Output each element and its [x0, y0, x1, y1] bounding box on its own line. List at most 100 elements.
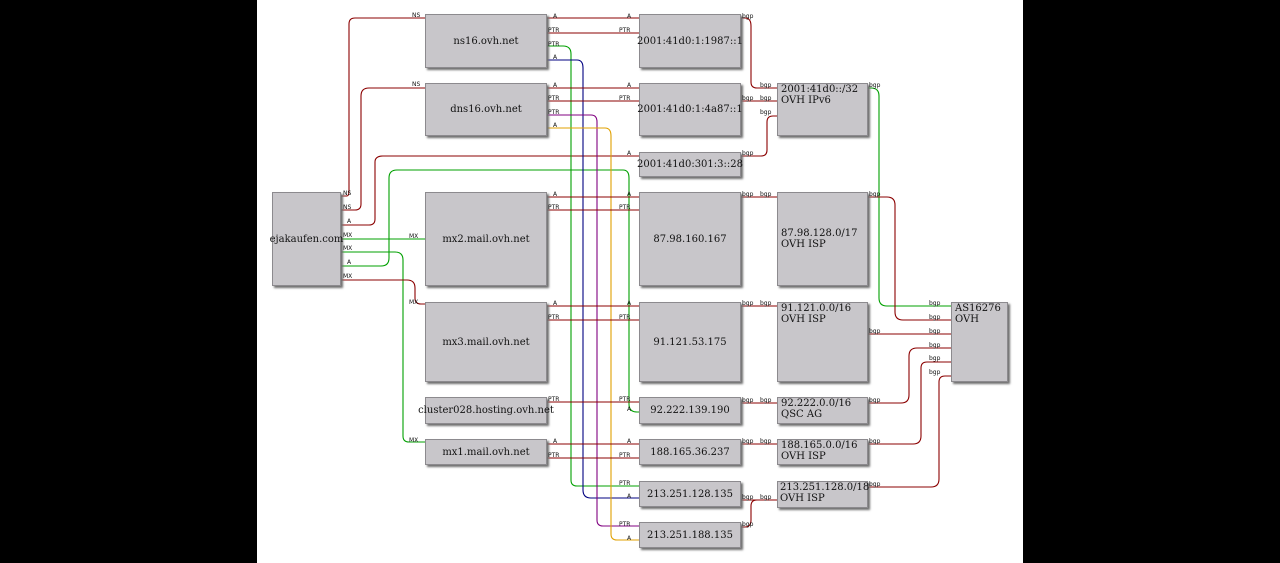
edge-ip213b-net213 — [741, 499, 777, 528]
label-bgp-11: bgp — [742, 397, 754, 404]
label-a-ns16-r: A — [627, 13, 632, 20]
dns-graph-canvas: ejakaufen.com ns16.ovh.net dns16.ovh.net… — [257, 0, 1023, 563]
node-net213-line1: 213.251.128.0/18 — [780, 482, 870, 493]
node-net87-line1: 87.98.128.0/17 — [781, 228, 858, 239]
label-ptr-mx3-r: PTR — [619, 314, 631, 321]
label-a-ns16-2: A — [553, 54, 558, 61]
node-ip-91-label: 91.121.53.175 — [653, 336, 727, 348]
edge-ip6a-net6 — [741, 17, 777, 89]
node-ip-87-label: 87.98.160.167 — [653, 233, 727, 245]
node-dns16-label: dns16.ovh.net — [450, 104, 522, 115]
label-ptr-mx2-r: PTR — [619, 204, 631, 211]
edge-net188-as — [868, 361, 951, 445]
node-domain[interactable]: ejakaufen.com — [269, 192, 344, 286]
edge-net213-as — [868, 375, 951, 488]
node-ip-213b-label: 213.251.188.135 — [647, 529, 733, 541]
node-mx2[interactable]: mx2.mail.ovh.net — [425, 192, 547, 286]
label-bgp-9: bgp — [742, 300, 754, 307]
node-ip-188[interactable]: 188.165.36.237 — [639, 439, 741, 465]
edge-ip6c-net6 — [741, 115, 777, 157]
node-ip-92-label: 92.222.139.190 — [650, 405, 730, 416]
label-a-mx2: A — [553, 191, 558, 198]
label-bgp-14: bgp — [760, 438, 772, 445]
label-bgp-29: bgp — [929, 369, 941, 376]
node-net92-line1: 92.222.0.0/16 — [781, 398, 852, 409]
node-ip6-c-label: 2001:41d0:301:3::28 — [637, 159, 743, 170]
label-a-ns16: A — [553, 13, 558, 20]
label-bgp-12: bgp — [760, 397, 772, 404]
node-net213[interactable]: 213.251.128.0/18 OVH ISP — [777, 481, 870, 508]
node-ip6-a[interactable]: 2001:41d0:1:1987::1 — [637, 14, 743, 68]
label-a-dns16-2: A — [553, 122, 558, 129]
label-a-mx2-r: A — [627, 191, 632, 198]
label-ns-3: NS — [343, 190, 352, 197]
node-net6[interactable]: 2001:41d0::/32 OVH IPv6 — [777, 83, 868, 136]
label-bgp-24: bgp — [929, 300, 941, 307]
label-a-ip6c: A — [627, 150, 632, 157]
node-ip-188-label: 188.165.36.237 — [650, 446, 730, 458]
node-net92[interactable]: 92.222.0.0/16 QSC AG — [777, 397, 868, 424]
label-bgp-3: bgp — [742, 95, 754, 102]
node-net188-line1: 188.165.0.0/16 — [781, 440, 858, 451]
label-bgp-5: bgp — [760, 109, 772, 116]
label-bgp-4: bgp — [760, 95, 772, 102]
label-bgp-18: bgp — [869, 82, 881, 89]
edge-ns16-green — [547, 45, 639, 487]
label-mx-5: MX — [409, 299, 419, 306]
node-ip6-c[interactable]: 2001:41d0:301:3::28 — [637, 152, 743, 177]
node-net91-line1: 91.121.0.0/16 — [781, 303, 852, 314]
edge-domain-ns16 — [341, 17, 425, 197]
label-a-1: A — [347, 218, 352, 225]
node-domain-label: ejakaufen.com — [269, 233, 344, 245]
node-ip-87[interactable]: 87.98.160.167 — [639, 192, 741, 286]
label-a-213b: A — [627, 535, 632, 542]
edge-net92-as — [868, 347, 951, 404]
node-cluster-label: cluster028.hosting.ovh.net — [418, 405, 554, 416]
label-bgp-26: bgp — [929, 328, 941, 335]
node-ip6-b[interactable]: 2001:41d0:1:4a87::1 — [637, 83, 743, 136]
node-dns16[interactable]: dns16.ovh.net — [425, 83, 547, 136]
node-net6-line1: 2001:41d0::/32 — [781, 84, 859, 95]
node-mx1-label: mx1.mail.ovh.net — [442, 446, 530, 458]
label-a-mx1-r: A — [627, 438, 632, 445]
node-cluster[interactable]: cluster028.hosting.ovh.net — [418, 397, 554, 424]
label-a-ip92: A — [627, 406, 632, 413]
node-net213-line2: OVH ISP — [780, 493, 825, 504]
label-bgp-13: bgp — [742, 438, 754, 445]
edge-net87-as — [868, 196, 951, 321]
label-bgp-23: bgp — [869, 481, 881, 488]
label-ptr-ns16: PTR — [548, 27, 560, 34]
node-ip-213a[interactable]: 213.251.128.135 — [639, 481, 741, 507]
node-net91-line2: OVH ISP — [781, 314, 826, 325]
label-ptr-213b: PTR — [619, 521, 631, 528]
label-ptr-mx1: PTR — [548, 452, 560, 459]
node-mx3-label: mx3.mail.ovh.net — [442, 336, 530, 348]
node-as-line2: OVH — [955, 314, 979, 325]
node-ns16[interactable]: ns16.ovh.net — [425, 14, 547, 68]
node-ip-213a-label: 213.251.128.135 — [647, 488, 733, 500]
node-as[interactable]: AS16276 OVH — [951, 302, 1008, 382]
label-ptr-dns16: PTR — [548, 95, 560, 102]
label-ptr-dns16-2: PTR — [548, 109, 560, 116]
node-ip-91[interactable]: 91.121.53.175 — [639, 302, 741, 382]
node-net87[interactable]: 87.98.128.0/17 OVH ISP — [777, 192, 868, 286]
node-net188[interactable]: 188.165.0.0/16 OVH ISP — [777, 439, 868, 465]
node-ip-213b[interactable]: 213.251.188.135 — [639, 522, 741, 548]
node-net188-line2: OVH ISP — [781, 451, 826, 462]
node-net91[interactable]: 91.121.0.0/16 OVH ISP — [777, 302, 868, 382]
label-bgp-7: bgp — [742, 191, 754, 198]
node-mx1[interactable]: mx1.mail.ovh.net — [425, 439, 547, 465]
edge-dns16-orange — [547, 127, 639, 541]
label-a-mx3-r: A — [627, 300, 632, 307]
node-ip-92[interactable]: 92.222.139.190 — [639, 397, 741, 424]
node-mx3[interactable]: mx3.mail.ovh.net — [425, 302, 547, 382]
node-ip6-a-label: 2001:41d0:1:1987::1 — [637, 35, 743, 47]
node-ip6-b-label: 2001:41d0:1:4a87::1 — [637, 104, 743, 115]
label-ptr-ns16-2: PTR — [548, 41, 560, 48]
label-mx-1: MX — [343, 232, 353, 239]
label-bgp-10: bgp — [760, 300, 772, 307]
label-ptr-ns16-r: PTR — [619, 27, 631, 34]
label-bgp-16: bgp — [760, 494, 772, 501]
label-ptr-213a: PTR — [619, 480, 631, 487]
label-a-mx1: A — [553, 438, 558, 445]
